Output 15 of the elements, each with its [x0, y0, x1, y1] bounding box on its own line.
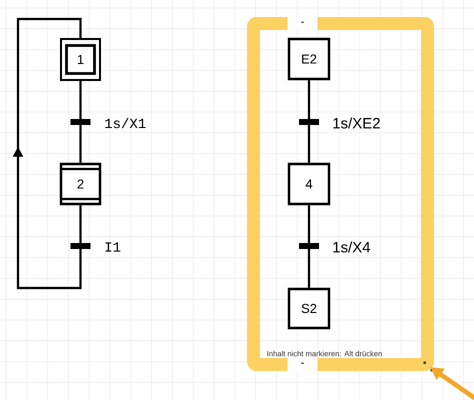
minus-label: - — [288, 358, 318, 371]
connector-line — [308, 205, 310, 288]
edge-label: 1s/X4 — [333, 242, 370, 252]
connector-line — [79, 81, 82, 163]
loop-arrow — [12, 18, 82, 290]
connector-line — [308, 80, 310, 163]
edge-label: 1s/XE2 — [333, 118, 380, 128]
edge-label: I1 — [106, 242, 120, 252]
minus-label: - — [288, 17, 318, 30]
edge-label: 1s/X1 — [105, 118, 146, 128]
step-box: 4 — [288, 162, 330, 206]
step-box: E2 — [288, 38, 330, 80]
macro-step-box: 2 — [60, 162, 102, 206]
step-box: S2 — [288, 288, 330, 330]
initial-step-box: 1 — [60, 38, 101, 81]
